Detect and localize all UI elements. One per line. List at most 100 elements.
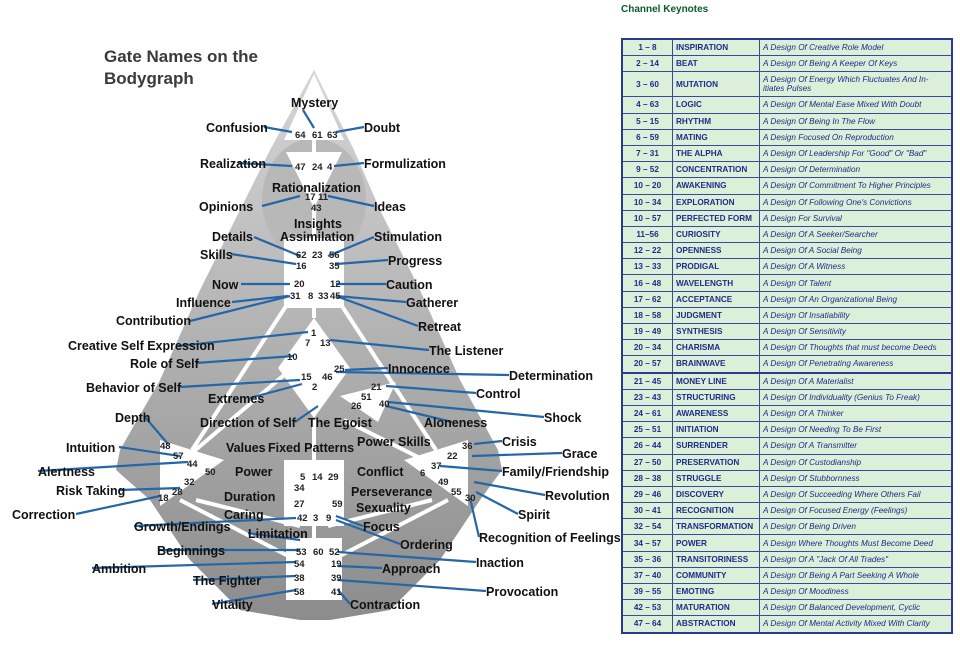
channel-gates: 10 – 20: [621, 177, 673, 195]
channel-name: AWARENESS: [672, 404, 760, 423]
gate-number: 20: [294, 279, 305, 290]
leader-lines: [37, 109, 563, 606]
leader-line: [335, 258, 389, 266]
channel-gates: 37 – 40: [621, 566, 673, 585]
channel-name: RHYTHM: [672, 112, 760, 130]
channel-gates: 2 – 14: [621, 55, 673, 73]
gate-label: Influence: [176, 296, 231, 310]
gate-label: Shock: [544, 411, 582, 425]
gate-label: Intuition: [66, 441, 116, 455]
channel-design: A Design Of Leadership For "Good" Or "Ba…: [759, 144, 953, 163]
leader-line: [385, 384, 477, 395]
gate-label: Power: [235, 465, 273, 479]
gate-number: 46: [322, 372, 333, 383]
leader-line: [179, 378, 301, 389]
leader-line: [302, 109, 315, 129]
gate-label: Realization: [200, 157, 266, 171]
leader-line: [177, 330, 309, 348]
channel-design: A Design Of An Organizational Being: [759, 290, 953, 308]
leader-line: [337, 578, 487, 593]
leader-line: [335, 294, 407, 304]
channel-gates: 10 – 34: [621, 193, 673, 211]
channel-name: CURIOSITY: [672, 225, 760, 244]
channel-gates: 18 – 58: [621, 306, 673, 325]
gate-label: Ordering: [400, 538, 453, 552]
gate-number: 54: [294, 559, 305, 570]
leader-line: [344, 366, 389, 372]
channel-design: A Design Of Insatiability: [759, 306, 953, 325]
channel-design: A Design Of Being A Keeper Of Keys: [759, 55, 953, 73]
gate-label: Recognition of Feelings: [479, 531, 621, 545]
gate-label: Rationalization: [272, 181, 361, 195]
gate-number: 4: [327, 162, 333, 173]
gate-label: Mystery: [291, 96, 339, 110]
gate-label: Now: [212, 278, 239, 292]
channel-name: SURRENDER: [672, 437, 760, 455]
gate-label: Family/Friendship: [502, 465, 609, 479]
gate-label: Opinions: [199, 200, 254, 214]
gate-number: 59: [332, 499, 343, 510]
leader-line: [329, 338, 430, 352]
diagram-title: Gate Names on the Bodygraph: [104, 46, 258, 90]
gate-label: Risk Taking: [56, 484, 126, 498]
gate-label: Revolution: [545, 489, 610, 503]
channel-name: TRANSFORMATION: [672, 518, 760, 536]
gate-label: Vitality: [212, 598, 253, 612]
gate-number: 61: [312, 130, 323, 141]
gate-label: Crisis: [502, 435, 537, 449]
channel-name: MATURATION: [672, 599, 760, 617]
channel-design: A Design Of Being Driven: [759, 518, 953, 536]
gate-number: 23: [312, 250, 323, 261]
channel-gates: 5 – 15: [621, 112, 673, 130]
leader-line: [335, 125, 365, 134]
channel-gates: 11–56: [621, 225, 673, 244]
gate-number: 33: [318, 291, 329, 302]
channel-gates: 30 – 41: [621, 502, 673, 520]
channel-name: STRUCTURING: [672, 388, 760, 406]
channel-name: BRAINWAVE: [672, 355, 760, 374]
leader-line: [335, 294, 419, 328]
channel-design: A Design Of A Transmitter: [759, 437, 953, 455]
throat-center: [284, 238, 344, 308]
channel-design: A Design Of Succeeding Where Others Fail: [759, 485, 953, 504]
gate-number: 6: [420, 468, 426, 479]
gate-number: 11: [318, 192, 329, 203]
gate-label: Approach: [382, 562, 441, 576]
gate-number: 8: [308, 291, 314, 302]
leader-line: [335, 518, 401, 546]
gate-label: Conflict: [357, 465, 404, 479]
channel-name: BEAT: [672, 55, 760, 73]
gate-number: 31: [290, 291, 301, 302]
channel-name: EMOTING: [672, 582, 760, 601]
gate-number: 14: [312, 472, 323, 483]
gate-number: 17: [305, 192, 316, 203]
channel-gates: 9 – 52: [621, 161, 673, 179]
channel-gates: 23 – 43: [621, 388, 673, 406]
gate-label: Gatherer: [406, 296, 459, 310]
gate-number: 50: [205, 467, 216, 478]
leader-line: [335, 514, 364, 528]
gate-number: 22: [447, 451, 458, 462]
leader-line: [75, 494, 161, 516]
gate-number: 9: [326, 513, 332, 524]
leader-line: [327, 235, 375, 258]
diagram-title-line2: Bodygraph: [104, 69, 194, 88]
leader-line: [335, 370, 510, 377]
channel-name: LOGIC: [672, 96, 760, 114]
gate-label: The Egoist: [308, 416, 372, 430]
gate-number: 24: [312, 162, 323, 173]
leader-line: [133, 516, 297, 528]
channel-design: A Design Of Stubbornness: [759, 469, 953, 487]
channel-gates: 34 – 57: [621, 534, 673, 552]
gate-label: Extremes: [208, 392, 265, 406]
gate-label: Growth/Endings: [134, 520, 231, 534]
gate-label: The Listener: [429, 344, 504, 358]
